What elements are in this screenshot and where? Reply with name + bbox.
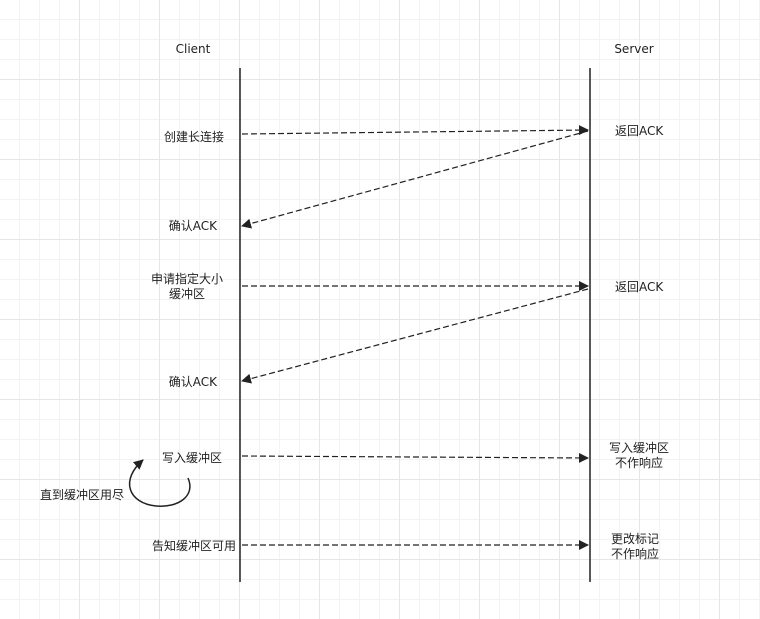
server-flag-note-line1: 更改标记 — [610, 532, 659, 546]
server-header: Server — [614, 42, 654, 56]
write-buffer-label: 写入缓冲区 — [162, 451, 223, 465]
ack-arrow-1 — [241, 130, 589, 229]
client-header: Client — [175, 42, 211, 56]
server-write-note-line1: 写入缓冲区 — [608, 441, 669, 455]
server-flag-note-line2: 不作响应 — [610, 547, 659, 561]
notify-buffer-label: 告知缓冲区可用 — [151, 539, 236, 553]
return-ack-label-2: 返回ACK — [615, 280, 664, 294]
create-connection-arrow — [241, 125, 589, 136]
server-flag-note: 更改标记 不作响应 — [596, 532, 674, 562]
confirm-ack-label-2: 确认ACK — [168, 375, 217, 389]
server-write-note: 写入缓冲区 不作响应 — [600, 441, 678, 471]
write-buffer-arrow — [241, 452, 589, 463]
confirm-ack-label-1: 确认ACK — [168, 219, 217, 233]
server-write-note-line2: 不作响应 — [614, 456, 663, 470]
create-connection-label: 创建长连接 — [163, 130, 224, 144]
return-ack-label-1: 返回ACK — [615, 124, 664, 138]
request-buffer-label-line2: 缓冲区 — [168, 287, 205, 301]
loop-arc — [128, 459, 191, 507]
loop-label: 直到缓冲区用尽 — [40, 488, 125, 502]
request-buffer-label-line1: 申请指定大小 — [150, 272, 223, 286]
request-buffer-label: 申请指定大小 缓冲区 — [140, 272, 234, 302]
ack-arrow-2 — [241, 288, 589, 384]
